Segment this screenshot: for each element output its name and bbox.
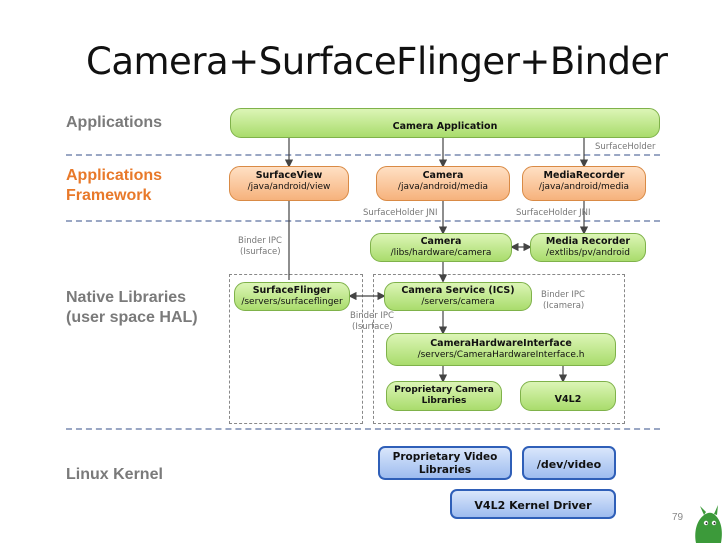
layer-label-native-line2: (user space HAL): [66, 309, 198, 326]
note-binder-icamera-line2: (Icamera): [543, 301, 585, 311]
note-binder-isurface-2-line2: (Isurface): [352, 322, 393, 332]
camera-native-path: /libs/hardware/camera: [390, 248, 492, 258]
surfaceview-name: SurfaceView: [255, 170, 323, 181]
camera-native-box: Camera /libs/hardware/camera: [370, 233, 512, 262]
separator-native-kernel: [66, 428, 660, 430]
proprietary-video-line1: Proprietary Video: [392, 451, 498, 463]
proprietary-camera-line2: Libraries: [421, 396, 467, 406]
mediarecorder-path: /java/android/media: [538, 182, 630, 192]
v4l2-box: V4L2: [520, 381, 616, 411]
surfaceview-path: /java/android/view: [247, 182, 331, 192]
camera-service-path: /servers/camera: [421, 297, 495, 307]
dev-video-box: /dev/video: [522, 446, 616, 480]
media-recorder-native-path: /extlibs/pv/android: [546, 248, 630, 258]
layer-label-framework-line2: Framework: [66, 187, 152, 204]
v4l2-kernel-driver-box: V4L2 Kernel Driver: [450, 489, 616, 519]
camera-hw-interface-box: CameraHardwareInterface /servers/CameraH…: [386, 333, 616, 366]
note-binder-icamera: Binder IPC (Icamera): [541, 290, 585, 312]
page-number: 79: [672, 512, 684, 523]
note-binder-isurface-1-line2: (Isurface): [240, 247, 281, 257]
green-mascot-logo-icon: [695, 505, 722, 543]
layer-label-native: Native Libraries (user space HAL): [66, 288, 198, 328]
camera-application-label: Camera Application: [392, 121, 498, 132]
camera-service-box: Camera Service (ICS) /servers/camera: [384, 282, 532, 311]
dev-video-label: /dev/video: [536, 458, 602, 471]
note-surfaceholder-jni-1: SurfaceHolder JNI: [363, 208, 438, 218]
camera-java-path: /java/android/media: [397, 182, 489, 192]
layer-label-framework: Applications Framework: [66, 166, 162, 206]
note-binder-isurface-2-line1: Binder IPC: [350, 311, 394, 321]
surfaceflinger-region: [229, 274, 363, 424]
note-surfaceholder-top: SurfaceHolder: [595, 142, 656, 152]
note-binder-isurface-1: Binder IPC (Isurface): [238, 236, 282, 258]
v4l2-label: V4L2: [554, 394, 582, 405]
camera-hw-interface-name: CameraHardwareInterface: [430, 338, 572, 349]
note-binder-isurface-1-line1: Binder IPC: [238, 236, 282, 246]
proprietary-video-box: Proprietary Video Libraries: [378, 446, 512, 480]
surfaceflinger-box: SurfaceFlinger /servers/surfaceflinger: [234, 282, 350, 311]
v4l2-kernel-driver-label: V4L2 Kernel Driver: [474, 499, 592, 512]
camera-service-name: Camera Service (ICS): [401, 285, 515, 296]
separator-apps-framework: [66, 154, 660, 156]
slide-title: Camera+SurfaceFlinger+Binder: [86, 40, 668, 83]
note-binder-icamera-line1: Binder IPC: [541, 290, 585, 300]
mediarecorder-box: MediaRecorder /java/android/media: [522, 166, 646, 201]
camera-native-region: [373, 274, 625, 424]
camera-hw-interface-path: /servers/CameraHardwareInterface.h: [417, 350, 585, 360]
proprietary-camera-line1: Proprietary Camera: [394, 385, 494, 395]
layer-label-native-line1: Native Libraries: [66, 289, 187, 306]
surfaceflinger-name: SurfaceFlinger: [252, 285, 332, 296]
proprietary-camera-box: Proprietary Camera Libraries: [386, 381, 502, 411]
camera-java-box: Camera /java/android/media: [376, 166, 510, 201]
layer-label-kernel: Linux Kernel: [66, 466, 163, 483]
note-surfaceholder-jni-2: SurfaceHolder JNI: [516, 208, 591, 218]
camera-native-name: Camera: [420, 236, 462, 247]
media-recorder-native-box: Media Recorder /extlibs/pv/android: [530, 233, 646, 262]
mediarecorder-name: MediaRecorder: [543, 170, 625, 181]
separator-framework-native: [66, 220, 660, 222]
layer-label-applications: Applications: [66, 114, 163, 131]
camera-java-name: Camera: [422, 170, 464, 181]
media-recorder-native-name: Media Recorder: [545, 236, 631, 247]
camera-application-box: Camera Application: [230, 108, 660, 138]
surfaceview-box: SurfaceView /java/android/view: [229, 166, 349, 201]
proprietary-video-line2: Libraries: [418, 464, 472, 476]
surfaceflinger-path: /servers/surfaceflinger: [241, 297, 343, 307]
layer-label-framework-line1: Applications: [66, 167, 163, 184]
note-binder-isurface-2: Binder IPC (Isurface): [350, 311, 394, 333]
